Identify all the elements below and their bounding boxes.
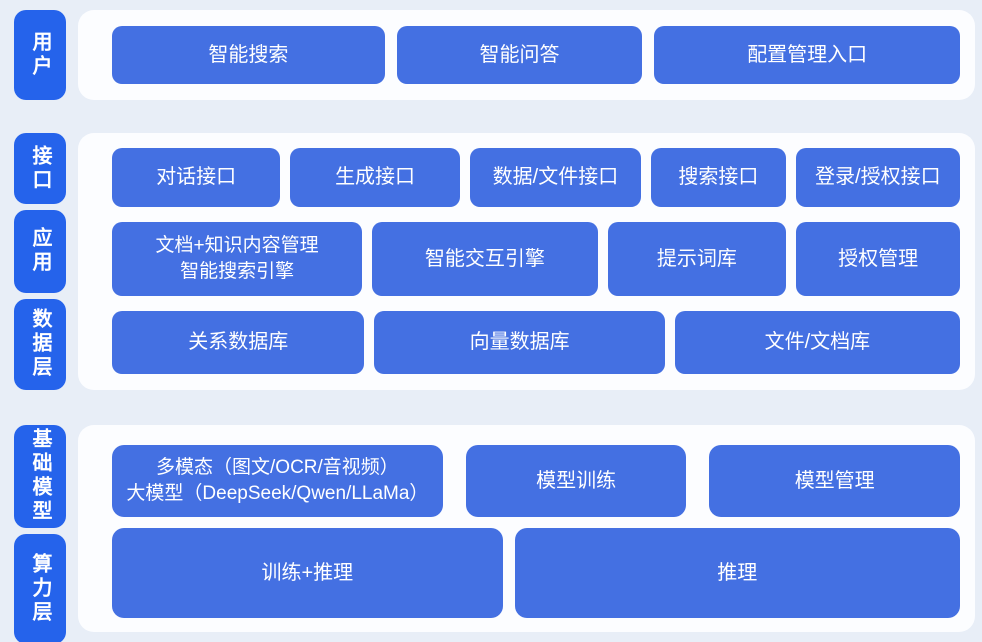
chip-compute-layer: 算力层 [14,533,66,642]
block-smart-qa: 智能问答 [396,26,643,84]
block-prompt-library: 提示词库 [607,222,787,296]
model-row: 多模态（图文/OCR/音视频） 大模型（DeepSeek/Qwen/LLaMa）… [112,445,960,517]
chip-interface-layer: 接口 [14,133,66,205]
block-training-inference: 训练+推理 [112,528,503,618]
block-data-file-api: 数据/文件接口 [469,148,642,207]
block-inference: 推理 [514,528,960,618]
block-smart-interaction-engine: 智能交互引擎 [372,222,598,296]
chip-user-layer: 用户 [14,10,66,100]
application-row: 文档+知识内容管理 智能搜索引擎 智能交互引擎 提示词库 授权管理 [112,222,960,296]
block-generation-api: 生成接口 [290,148,460,207]
block-smart-search: 智能搜索 [112,26,385,84]
block-search-api: 搜索接口 [651,148,786,207]
block-file-doc-store: 文件/文档库 [674,311,960,374]
block-auth-management: 授权管理 [796,222,960,296]
interface-row: 对话接口 生成接口 数据/文件接口 搜索接口 登录/授权接口 [112,148,960,207]
chip-foundation-model-layer: 基础模型 [14,425,66,528]
chip-application-layer: 应用 [14,210,66,293]
compute-row: 训练+推理 推理 [112,528,960,618]
block-dialog-api: 对话接口 [112,148,281,207]
section-interface-application-data: 接口 应用 数据层 对话接口 生成接口 数据/文件接口 搜索接口 登录/授权接口… [14,133,975,390]
section-user-layer: 用户 智能搜索 智能问答 配置管理入口 [14,10,975,100]
bottom-card: 多模态（图文/OCR/音视频） 大模型（DeepSeek/Qwen/LLaMa）… [78,425,975,632]
block-relational-db: 关系数据库 [112,311,365,374]
section-foundation-model-compute: 基础模型 算力层 多模态（图文/OCR/音视频） 大模型（DeepSeek/Qw… [14,425,975,642]
block-doc-knowledge-search-engine: 文档+知识内容管理 智能搜索引擎 [112,222,363,296]
bottom-chip-column: 基础模型 算力层 [14,425,66,642]
block-model-management: 模型管理 [709,445,960,517]
block-vector-db: 向量数据库 [374,311,665,374]
block-login-auth-api: 登录/授权接口 [795,148,960,207]
block-multimodal-llm: 多模态（图文/OCR/音视频） 大模型（DeepSeek/Qwen/LLaMa） [112,445,443,517]
middle-chip-column: 接口 应用 数据层 [14,133,66,390]
user-layer-chip-column: 用户 [14,10,66,100]
user-layer-card: 智能搜索 智能问答 配置管理入口 [78,10,975,100]
data-row: 关系数据库 向量数据库 文件/文档库 [112,311,960,374]
block-config-management-entry: 配置管理入口 [654,26,960,84]
block-model-training: 模型训练 [465,445,687,517]
user-layer-row: 智能搜索 智能问答 配置管理入口 [112,26,960,84]
chip-data-layer: 数据层 [14,298,66,390]
middle-card: 对话接口 生成接口 数据/文件接口 搜索接口 登录/授权接口 文档+知识内容管理… [78,133,975,390]
